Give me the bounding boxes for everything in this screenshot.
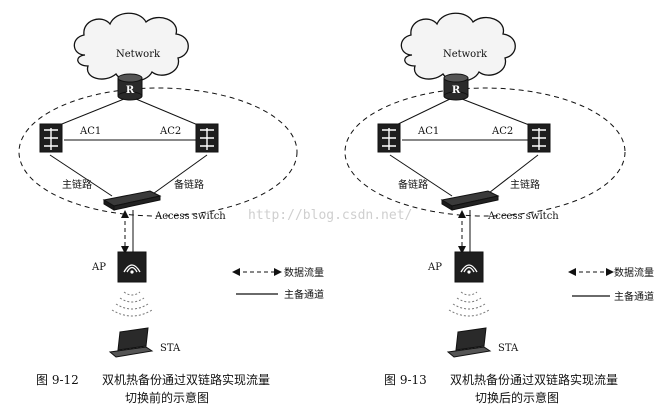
ac1-label: AC1 xyxy=(79,126,101,137)
left-link-label: 主链路 xyxy=(62,178,92,191)
wireless-signal-icon xyxy=(448,291,490,317)
ap-label: AP xyxy=(427,262,442,273)
network-label: Network xyxy=(443,49,488,60)
network-cloud: Network xyxy=(73,12,189,82)
link-ac1-switch xyxy=(49,154,113,197)
wireless-signal-icon xyxy=(111,291,153,317)
ap-icon xyxy=(117,251,147,283)
right-link-label: 主链路 xyxy=(510,178,540,191)
access-switch-icon xyxy=(440,190,500,211)
switch-label: Access switch xyxy=(487,211,559,222)
ap-icon xyxy=(454,251,484,283)
caption-line1: 双机热备份通过双链路实现流量 xyxy=(450,372,618,387)
left-link-label: 备链路 xyxy=(398,178,428,191)
link-router-ac1 xyxy=(389,98,451,129)
router-icon: R xyxy=(117,73,143,101)
ac-device-icon xyxy=(377,123,401,153)
right-link-label: 备链路 xyxy=(174,178,204,191)
laptop-icon xyxy=(108,327,154,358)
sta-label: STA xyxy=(498,343,519,354)
access-switch-icon xyxy=(102,190,162,211)
caption-line2: 切换后的示意图 xyxy=(475,390,559,405)
router-label: R xyxy=(126,85,135,96)
legend-data-flow-label: 数据流量 xyxy=(284,266,324,279)
caption-line1: 双机热备份通过双链路实现流量 xyxy=(102,372,270,387)
switch-label: Access switch xyxy=(154,211,226,222)
ac-device-icon xyxy=(39,123,63,153)
ac2-label: AC2 xyxy=(159,126,181,137)
figure-left: Network R AC1 AC2 主链路 备链路 xyxy=(18,12,324,405)
ap-label: AP xyxy=(91,262,106,273)
link-router-ac2 xyxy=(135,98,206,129)
laptop-icon xyxy=(446,327,492,358)
link-ac2-switch xyxy=(149,154,208,197)
redundancy-ellipse xyxy=(344,87,626,217)
ac1-label: AC1 xyxy=(417,126,439,137)
router-label: R xyxy=(452,85,461,96)
ac-device-icon xyxy=(195,123,219,153)
legend-channel-label: 主备通道 xyxy=(284,288,324,301)
link-router-ac1 xyxy=(51,98,125,129)
sta-label: STA xyxy=(160,343,181,354)
redundancy-ellipse xyxy=(18,87,298,217)
router-icon: R xyxy=(443,73,469,101)
watermark-text: http://blog.csdn.net/ xyxy=(248,208,412,223)
link-router-ac2 xyxy=(461,98,538,129)
caption-number: 图 9-13 xyxy=(384,373,427,387)
figure-right: Network R AC1 AC2 备链路 主链路 Acc xyxy=(344,12,654,405)
ac-device-icon xyxy=(527,123,551,153)
caption-number: 图 9-12 xyxy=(36,373,79,387)
network-cloud: Network xyxy=(400,12,516,82)
network-label: Network xyxy=(116,49,161,60)
caption-line2: 切换前的示意图 xyxy=(125,390,209,405)
ac2-label: AC2 xyxy=(491,126,513,137)
link-ac1-switch xyxy=(389,154,453,197)
link-ac2-switch xyxy=(484,154,539,197)
legend-channel-label: 主备通道 xyxy=(614,290,654,303)
legend-data-flow-label: 数据流量 xyxy=(614,266,654,279)
